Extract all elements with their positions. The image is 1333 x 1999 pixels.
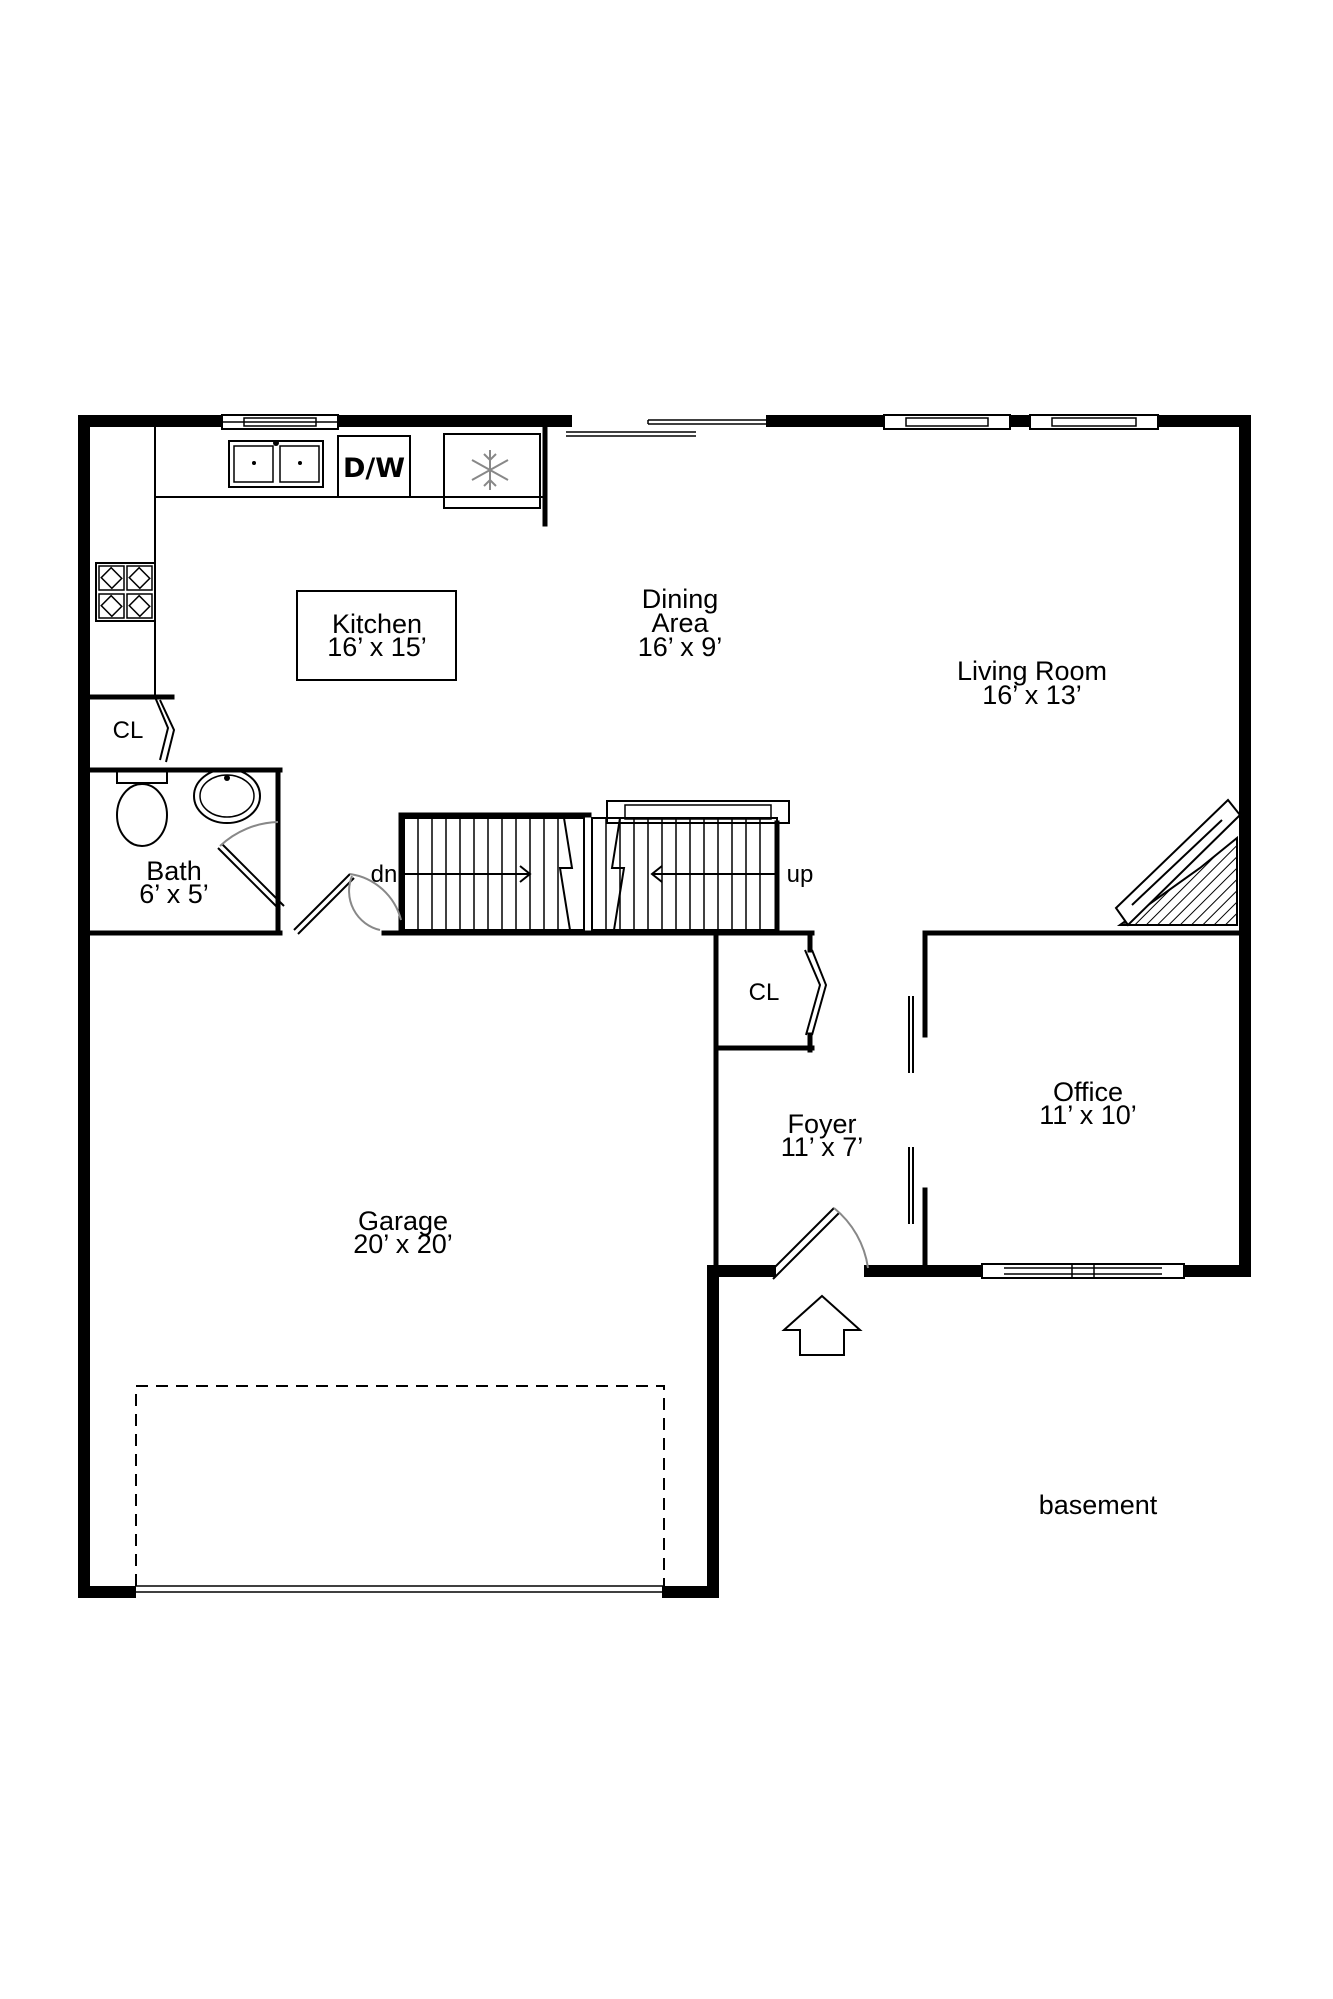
windows bbox=[221, 414, 1185, 1279]
office-dims: 11’ x 10’ bbox=[1039, 1100, 1137, 1130]
basement-label: basement bbox=[1039, 1490, 1158, 1520]
office-name: Office bbox=[1053, 1077, 1123, 1107]
closet-label-foyer: CL bbox=[749, 979, 780, 1006]
closet-foyer: CL bbox=[749, 949, 828, 1036]
foyer-dims: 11’ x 7’ bbox=[781, 1132, 864, 1162]
kitchen-name: Kitchen bbox=[332, 609, 422, 639]
kitchen-sink bbox=[228, 440, 324, 488]
dining-name-line2: Area bbox=[651, 608, 709, 638]
stove bbox=[95, 562, 156, 622]
snowflake-icon bbox=[471, 450, 509, 490]
dining-dims: 16’ x 9’ bbox=[638, 632, 723, 662]
living-name: Living Room bbox=[957, 656, 1107, 686]
refrigerator bbox=[443, 433, 541, 509]
bath-sink bbox=[193, 768, 261, 824]
stair-door bbox=[293, 873, 402, 935]
bath-door bbox=[217, 821, 285, 911]
dishwasher: D/W bbox=[337, 435, 411, 498]
toilet bbox=[116, 770, 168, 847]
garage-name: Garage bbox=[358, 1206, 448, 1236]
exterior-walls bbox=[78, 415, 1251, 1598]
sliding-door bbox=[566, 419, 772, 437]
kitchen-island bbox=[296, 590, 457, 681]
room-labels: Kitchen 16’ x 15’ Dining Area 16’ x 9’ L… bbox=[139, 584, 1158, 1520]
closet-label-bath: CL bbox=[113, 717, 144, 744]
fireplace bbox=[1114, 798, 1242, 927]
kitchen-counter bbox=[154, 421, 545, 697]
kitchen-dims: 16’ x 15’ bbox=[327, 632, 427, 662]
living-dims: 16’ x 13’ bbox=[982, 680, 1082, 710]
bath-dims: 6’ x 5’ bbox=[139, 879, 209, 909]
stairs-down-label: dn bbox=[371, 861, 398, 888]
stairs-down: dn bbox=[371, 817, 585, 931]
entry-arrow-icon bbox=[781, 1294, 863, 1356]
dishwasher-label: D/W bbox=[343, 453, 405, 484]
bath-name: Bath bbox=[146, 856, 202, 886]
garage-dims: 20’ x 20’ bbox=[353, 1229, 453, 1259]
dining-name-line1: Dining bbox=[642, 584, 719, 614]
garage-door bbox=[135, 1385, 665, 1593]
stairs-up-label: up bbox=[787, 861, 814, 888]
foyer-name: Foyer bbox=[787, 1109, 856, 1139]
stairs-up: up bbox=[591, 817, 814, 931]
front-door bbox=[767, 1207, 869, 1280]
closet-bath: CL bbox=[113, 696, 176, 763]
office-doors bbox=[908, 996, 914, 1224]
